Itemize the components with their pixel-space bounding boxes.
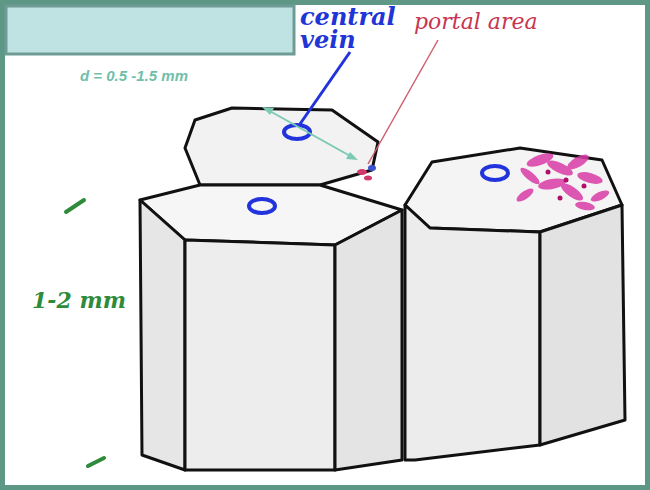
portal-area-spot: [357, 165, 376, 181]
height-tick: [88, 458, 104, 466]
paper-ground: [5, 5, 645, 485]
central-vein: [482, 166, 508, 180]
front-lobule-side: [185, 240, 335, 470]
portal-area-cells: [515, 151, 611, 212]
back-lobule: [185, 108, 378, 185]
right-lobule-side: [540, 205, 625, 445]
front-lobule-side: [335, 210, 402, 470]
portal-area-cells: [546, 170, 587, 201]
central-vein: [249, 199, 275, 213]
diameter-label: d = 0.5 -1.5 mm: [80, 68, 188, 85]
diameter-arrow: [262, 107, 358, 160]
leader-line: [368, 40, 438, 164]
front-lobule-side: [140, 200, 185, 470]
height-label: 1-2 mm: [32, 288, 126, 312]
title-bar: [6, 6, 294, 54]
portal-area-label: portal area: [414, 10, 538, 34]
central-vein-label: central vein: [300, 6, 400, 52]
height-tick: [66, 200, 84, 212]
leader-line: [300, 52, 350, 124]
right-lobule-side: [405, 205, 540, 460]
